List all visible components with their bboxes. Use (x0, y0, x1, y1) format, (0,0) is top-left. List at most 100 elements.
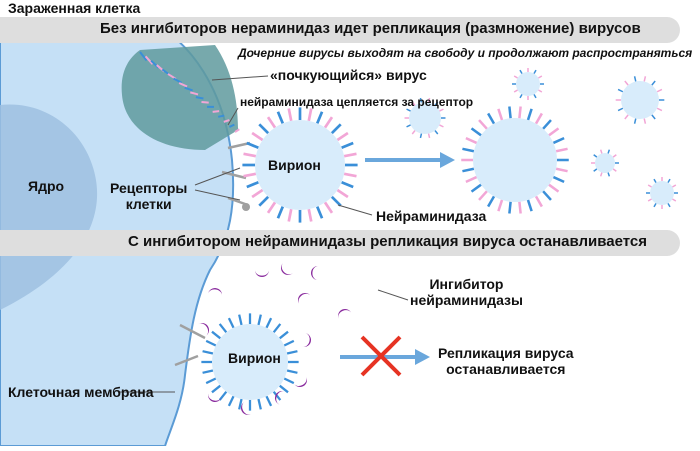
inhibitor-molecule (295, 290, 310, 304)
neuraminidase-spike (613, 155, 616, 157)
hemagglutinin-spike (608, 150, 609, 154)
hemagglutinin-spike (259, 197, 268, 206)
hemagglutinin-spike (407, 125, 411, 127)
hemagglutinin-spike (220, 324, 227, 332)
hemagglutinin-spike (462, 149, 474, 151)
hemagglutinin-spike (652, 81, 655, 85)
hemagglutinin-spike (239, 315, 241, 325)
hemagglutinin-spike (553, 177, 564, 182)
neuraminidase-spike (252, 190, 262, 197)
neuraminidase-spike (498, 200, 502, 211)
inhibitor-molecule (311, 266, 319, 280)
neuraminidase-spike (549, 128, 559, 135)
neuraminidase-spike (538, 76, 541, 78)
hemagglutinin-spike (635, 76, 636, 81)
neuraminidase-spike (644, 119, 645, 124)
hemagglutinin-spike (654, 203, 656, 206)
virus-body (516, 72, 540, 96)
neuraminidase-spike (439, 109, 443, 111)
virus-body (595, 153, 615, 173)
hemagglutinin-spike (528, 200, 532, 211)
hemagglutinin-spike (342, 182, 354, 187)
neuraminidase-spike (479, 120, 487, 129)
neuraminidase-spike (625, 115, 628, 119)
hemagglutinin-spike (280, 332, 288, 339)
neuraminidase-spike (344, 154, 356, 156)
hemagglutinin-spike (520, 70, 522, 73)
hemagglutinin-spike (435, 131, 438, 135)
hemagglutinin-spike (407, 109, 411, 111)
banner-bottom-text: С ингибитором нейраминидазы репликация в… (128, 233, 647, 250)
hemagglutinin-spike (668, 203, 670, 206)
neuraminidase-spike (337, 190, 347, 197)
neuraminidase-spike (244, 174, 256, 176)
neuraminidase-spike (613, 169, 616, 171)
neuraminidase-spike (514, 76, 517, 78)
neuraminidase-spike (466, 177, 477, 182)
daughter-virus-2 (512, 68, 544, 100)
neuraminidase-spike (657, 108, 662, 110)
neuraminidase-spike (344, 174, 356, 176)
hemagglutinin-spike (618, 89, 623, 91)
hemagglutinin-spike (287, 351, 297, 353)
hemagglutinin-spike (652, 115, 655, 119)
neuraminidase-spike (309, 109, 311, 121)
hemagglutinin-spike (543, 120, 551, 129)
hemagglutinin-spike (203, 370, 213, 372)
hemagglutinin-spike (654, 179, 656, 182)
hemagglutinin-spike (668, 179, 670, 182)
hemagglutinin-spike (278, 112, 283, 124)
virus-body (473, 118, 557, 202)
virion-top-label: Вирион (268, 157, 321, 173)
hemagglutinin-spike (594, 155, 597, 157)
neuraminidase-spike (337, 133, 347, 140)
virus-body (621, 81, 659, 119)
budding-virus-label: «почкующийся» вирус (270, 67, 427, 83)
replication-arrow (365, 152, 455, 168)
banner-top-text: Без ингибиторов нераминидаз идет реплика… (100, 20, 641, 37)
daughter-virus-5 (646, 177, 678, 209)
inhibitor-label: Ингибитор нейраминидазы (410, 276, 523, 308)
hemagglutinin-spike (635, 119, 636, 124)
hemagglutinin-spike (284, 378, 294, 383)
inhibitor-molecule (255, 270, 269, 277)
neuraminidase-spike (536, 113, 542, 123)
neuraminidase-spike (625, 81, 628, 85)
hemagglutinin-spike (206, 378, 216, 383)
hemagglutinin-spike (472, 185, 482, 192)
hemagglutinin-spike (206, 341, 216, 346)
budding-spike (201, 102, 208, 103)
neuraminidase-spike (549, 185, 559, 192)
hemagglutinin-spike (266, 318, 271, 328)
neuraminidase-spike (498, 109, 502, 120)
neuraminidase-spike (514, 90, 517, 92)
neuraminidase-spike (268, 202, 275, 212)
replication-stops-label: Репликация вируса останавливается (438, 345, 574, 377)
hemagglutinin-spike (317, 112, 322, 124)
neuraminidase-spike (657, 89, 662, 91)
virus-body (650, 181, 674, 205)
neuraminidase-spike (536, 196, 542, 206)
neuraminidase-hooks-label: нейраминидаза цепляется за рецептор (240, 95, 473, 109)
inhibitor-molecule (278, 263, 293, 278)
cell-receptors-label: Рецепторы клетки (110, 180, 187, 212)
neuraminidase-spike (648, 185, 651, 187)
neuraminidase-spike (429, 134, 430, 138)
neuraminidase-spike (252, 133, 262, 140)
hemagglutinin-spike (278, 207, 283, 219)
daughter-virus-3 (616, 76, 665, 123)
hemagglutinin-spike (488, 196, 494, 206)
hemagglutinin-spike (258, 315, 260, 325)
neuraminidase-spike (519, 107, 520, 119)
hemagglutinin-spike (553, 138, 564, 143)
inhibitor-molecule (208, 287, 223, 296)
neuraminidase-spike (648, 199, 651, 201)
daughter-virus-large (461, 107, 569, 214)
hemagglutinin-spike (258, 399, 260, 409)
hemagglutinin-spike (287, 370, 297, 372)
neuraminidase-spike (325, 117, 332, 127)
neuraminidase-spike (289, 209, 291, 221)
neuraminidase-spike (244, 154, 256, 156)
neuraminidase-spike (519, 202, 520, 214)
